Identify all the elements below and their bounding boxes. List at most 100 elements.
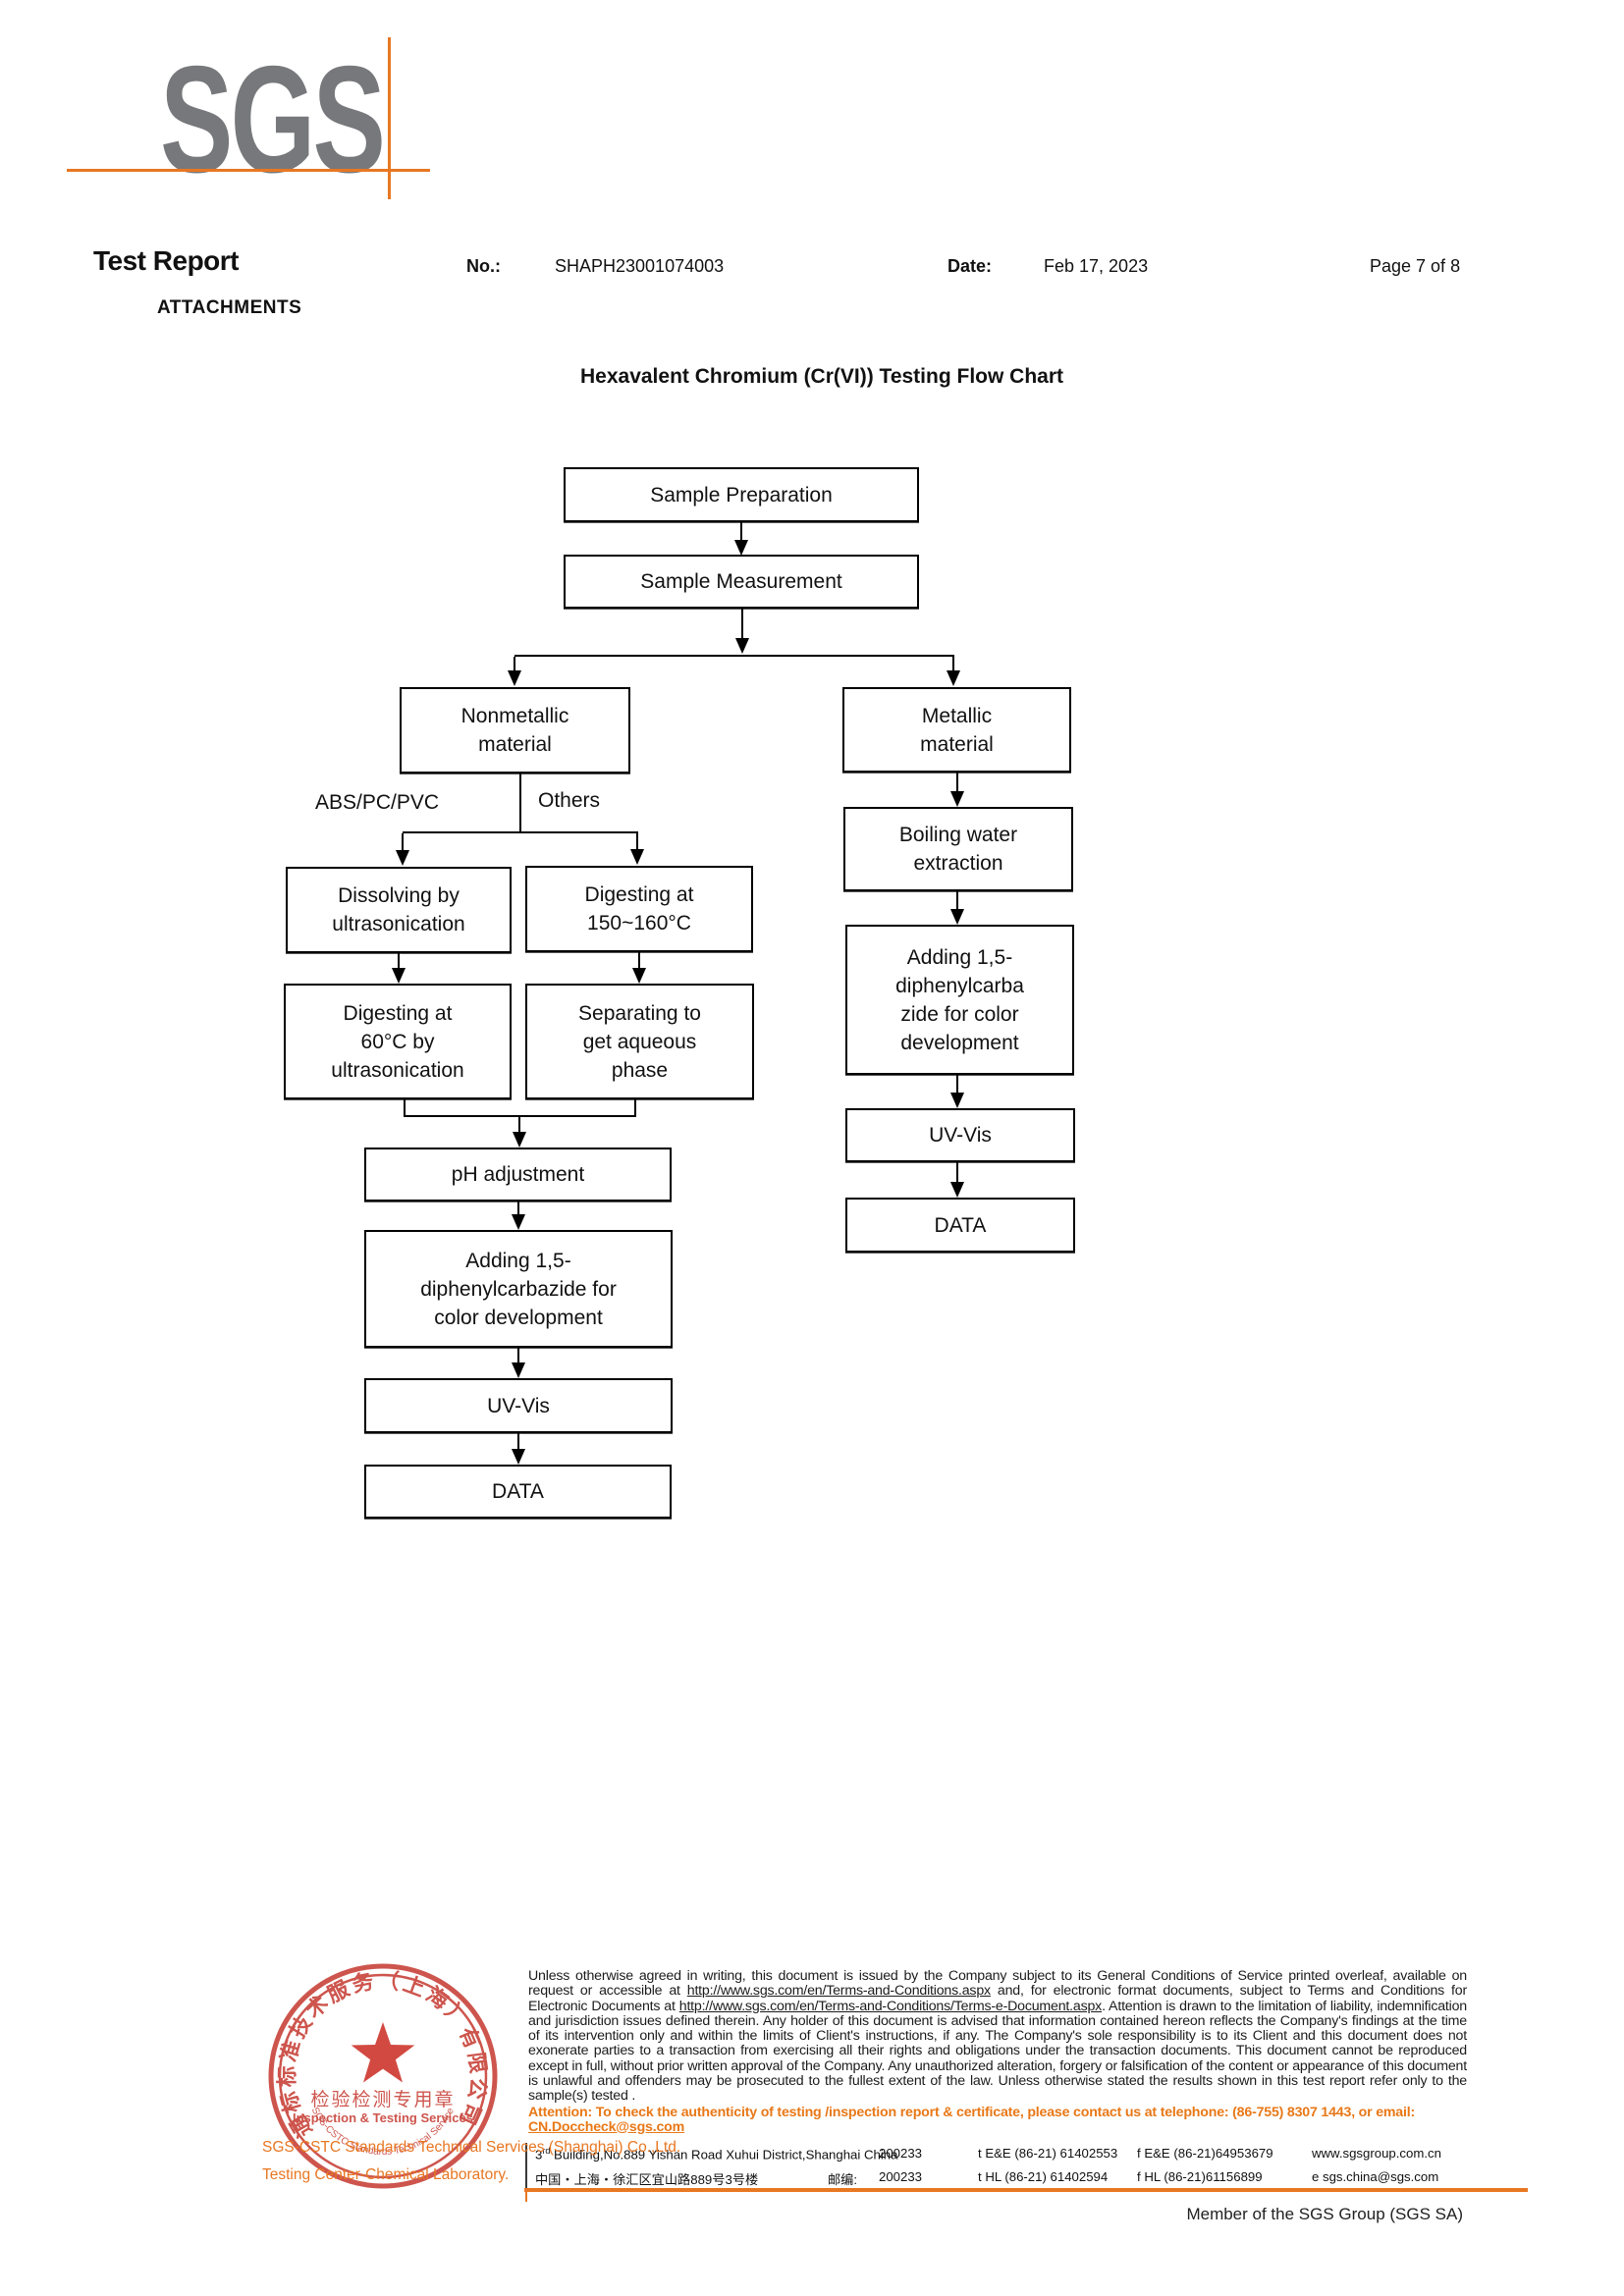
ordinal-sup: rd	[542, 2146, 551, 2156]
footer-orange-rule	[524, 2188, 1528, 2192]
website: www.sgsgroup.com.cn	[1312, 2146, 1441, 2161]
node-adding-dpc-right: Adding 1,5- diphenylcarba zide for color…	[845, 925, 1074, 1075]
address-cn: 中国・上海・徐汇区宜山路889号3号楼	[535, 2172, 759, 2187]
node-adding-dpc-left: Adding 1,5- diphenylcarbazide for color …	[364, 1230, 673, 1348]
arrow-to-metallic	[952, 657, 954, 672]
arrowhead	[950, 1093, 964, 1108]
date-value: Feb 17, 2023	[1044, 256, 1149, 276]
doccheck-email: CN.Doccheck@sgs.com	[528, 2118, 685, 2135]
line-merge-left	[404, 1099, 406, 1117]
report-number: SHAPH23001074003	[555, 256, 725, 276]
arrowhead	[632, 968, 646, 984]
address-left-separator	[525, 2143, 527, 2188]
split-line-nonmetallic	[403, 831, 638, 833]
node-digesting-150-160: Digesting at 150~160°C	[525, 866, 753, 952]
arrow-merge-to-ph	[518, 1117, 520, 1133]
postal-code-1: 200233	[879, 2146, 923, 2161]
arrowhead	[392, 968, 406, 984]
arrowhead	[735, 638, 749, 654]
stamp-center-en: Inspection & Testing Services	[293, 2110, 473, 2125]
arrow-digesting150-to-separating	[638, 952, 640, 969]
merge-line	[405, 1115, 636, 1117]
attention-paragraph: Attention: To check the authenticity of …	[528, 2104, 1467, 2135]
attention-text: Attention: To check the authenticity of …	[528, 2104, 1416, 2120]
arrow-adding-to-uvvis-left	[517, 1348, 519, 1363]
terms-url: http://www.sgs.com/en/Terms-and-Conditio…	[686, 1983, 991, 2000]
no-label: No.:	[466, 256, 501, 276]
edge-label-abs-pc-pvc: ABS/PC/PVC	[315, 791, 440, 814]
stamp-inner-ring	[278, 1973, 488, 2179]
arrowhead	[734, 540, 748, 556]
flowchart-title: Hexavalent Chromium (Cr(VI)) Testing Flo…	[580, 365, 1063, 388]
postal-code-2: 200233	[879, 2169, 923, 2184]
arrow-adding-to-uvvis-right	[956, 1075, 958, 1094]
arrowhead	[512, 1214, 525, 1230]
arrow-uvvis-to-data-left	[517, 1433, 519, 1450]
arrow-prep-to-measurement	[740, 522, 742, 542]
edge-label-others: Others	[538, 789, 601, 812]
disclaimer-paragraph: Unless otherwise agreed in writing, this…	[528, 1968, 1467, 2105]
tel-hl: t HL (86-21) 61402594	[978, 2169, 1109, 2184]
node-separating-aqueous-phase: Separating to get aqueous phase	[525, 984, 754, 1099]
node-sample-preparation: Sample Preparation	[564, 467, 919, 522]
address-en: 3rd Building,No.889 Yishan Road Xuhui Di…	[535, 2146, 898, 2163]
stamp-center-cn: 检验检测专用章	[310, 2089, 455, 2110]
node-dissolving-ultrasonication: Dissolving by ultrasonication	[286, 867, 512, 953]
node-nonmetallic-material: Nonmetallic material	[400, 687, 630, 774]
sgs-logo: SGS	[160, 62, 386, 185]
postal-label-cn: 邮编:	[828, 2172, 858, 2187]
tel-ee: t E&E (86-21) 61402553	[978, 2146, 1118, 2161]
line-merge-right	[634, 1099, 636, 1117]
arrow-dissolving-to-digesting60	[398, 953, 400, 969]
node-sample-measurement: Sample Measurement	[564, 555, 919, 609]
arrowhead	[950, 909, 964, 925]
arrowhead	[947, 670, 960, 686]
disclaimer-text-2: and, for electronic format documents, su…	[528, 1983, 1467, 2014]
report-title: Test Report	[93, 245, 240, 276]
line-nonmetallic-stem	[519, 774, 521, 832]
arrow-ph-to-adding	[517, 1201, 519, 1215]
arrow-to-nonmetallic	[514, 657, 515, 672]
address-left-separator-orange	[525, 2188, 527, 2202]
node-ph-adjustment: pH adjustment	[364, 1148, 672, 1201]
stamp-outer-ring	[268, 1963, 498, 2189]
arrowhead	[512, 1449, 525, 1465]
arrowhead	[513, 1132, 526, 1148]
arrow-measurement-to-split	[741, 609, 743, 640]
arrow-metallic-to-boiling	[956, 773, 958, 792]
arrow-boiling-to-adding	[956, 891, 958, 910]
node-uv-vis-left: UV-Vis	[364, 1378, 673, 1433]
sgs-logo-text: SGS	[160, 62, 383, 185]
stamp-star-icon	[351, 2022, 415, 2083]
arrowhead	[950, 791, 964, 807]
email-sgs: e sgs.china@sgs.com	[1312, 2169, 1439, 2184]
page-indicator: Page 7 of 8	[1370, 256, 1461, 276]
company-stamp: 通标标准技术服务（上海）有限公司 SGS-CSTC Standards Tech…	[265, 1961, 498, 2189]
arrowhead	[396, 850, 409, 866]
node-data-left: DATA	[364, 1465, 672, 1519]
disclaimer-text-1: Unless otherwise agreed in writing, this…	[528, 1968, 1467, 2000]
logo-vertical-line	[388, 37, 391, 199]
arrowhead	[950, 1182, 964, 1198]
node-metallic-material: Metallic material	[842, 687, 1071, 773]
arrow-to-digesting-150	[636, 833, 638, 850]
arrow-uvvis-to-data-right	[956, 1162, 958, 1183]
fax-hl: f HL (86-21)61156899	[1137, 2169, 1263, 2184]
member-line: Member of the SGS Group (SGS SA)	[1186, 2205, 1463, 2223]
node-data-right: DATA	[845, 1198, 1075, 1253]
logo-horizontal-line	[67, 169, 430, 172]
node-digesting-60-ultrasonication: Digesting at 60°C by ultrasonication	[284, 984, 512, 1099]
arrowhead	[630, 849, 644, 865]
attachments-label: ATTACHMENTS	[157, 297, 302, 318]
node-uv-vis-right: UV-Vis	[845, 1108, 1075, 1162]
date-label: Date:	[947, 256, 993, 276]
node-boiling-water-extraction: Boiling water extraction	[843, 807, 1073, 891]
arrow-to-dissolving	[402, 833, 404, 851]
arrowhead	[512, 1362, 525, 1378]
fax-ee: f E&E (86-21)64953679	[1137, 2146, 1273, 2161]
legal-block: Unless otherwise agreed in writing, this…	[528, 1968, 1467, 2135]
terms-e-document-url: http://www.sgs.com/en/Terms-and-Conditio…	[678, 1998, 1103, 2014]
split-line-materials	[514, 655, 954, 657]
arrowhead	[508, 670, 521, 686]
